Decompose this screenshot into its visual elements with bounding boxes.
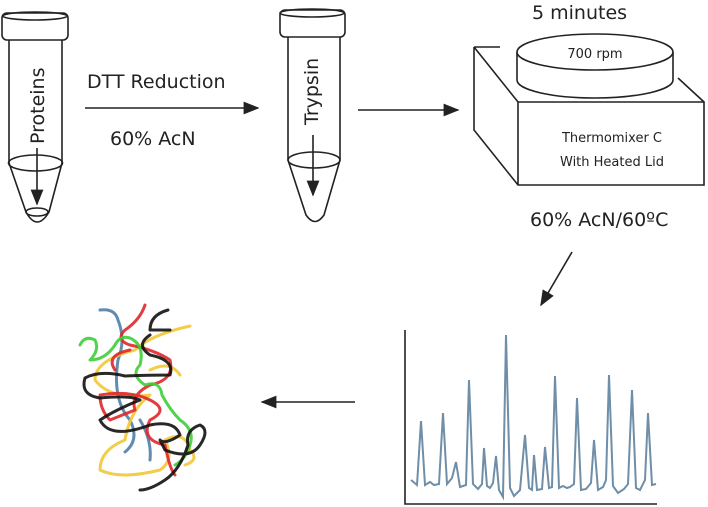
peptide-mixture-icon: [78, 303, 207, 492]
speed-label: 700 rpm: [567, 47, 622, 62]
thermomixer-icon: 700 rpm Thermomixer C With Heated Lid: [473, 33, 705, 186]
chromatogram: [404, 330, 657, 505]
chromatogram-trace: [410, 334, 657, 501]
chromatogram-axes: [404, 330, 657, 505]
time-label: 5 minutes: [532, 2, 627, 24]
condition-label: 60% AcN/60ºC: [530, 209, 668, 231]
tube1-label: Proteins: [27, 67, 49, 144]
arrow-down-icon: [540, 251, 573, 307]
thermomixer-name-line1: Thermomixer C: [561, 131, 662, 146]
protein-tube-icon: Proteins: [1, 11, 69, 223]
thermomixer-name-line2: With Heated Lid: [560, 155, 664, 170]
trypsin-tube-icon: Trypsin: [279, 8, 346, 223]
step1-bottom-label: 60% AcN: [110, 128, 196, 150]
step1-top-label: DTT Reduction: [87, 71, 226, 93]
tube2-label: Trypsin: [301, 58, 323, 126]
